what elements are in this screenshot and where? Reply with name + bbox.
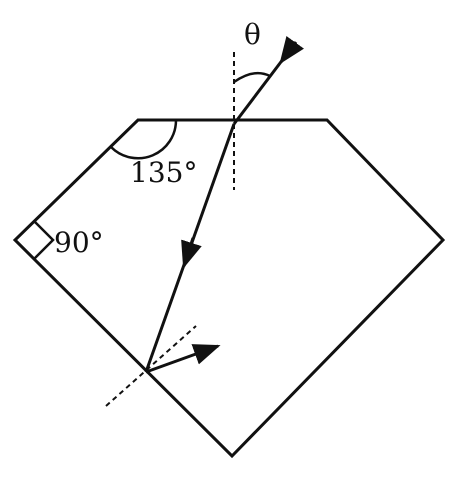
- right-angle-label: 90°: [54, 226, 104, 259]
- incident-ray-arrow: [279, 35, 304, 65]
- prism-outline: [12, 118, 446, 459]
- angle-arc-135: [110, 119, 178, 160]
- refracted-ray-arrow: [181, 237, 202, 269]
- emergent-ray: [145, 344, 221, 374]
- right-angle-marker: [33, 220, 55, 260]
- theta-arc: [233, 71, 271, 84]
- exit-normal-line: [105, 325, 197, 407]
- theta-label: θ: [244, 18, 261, 51]
- apex-angle-label: 135°: [130, 156, 197, 189]
